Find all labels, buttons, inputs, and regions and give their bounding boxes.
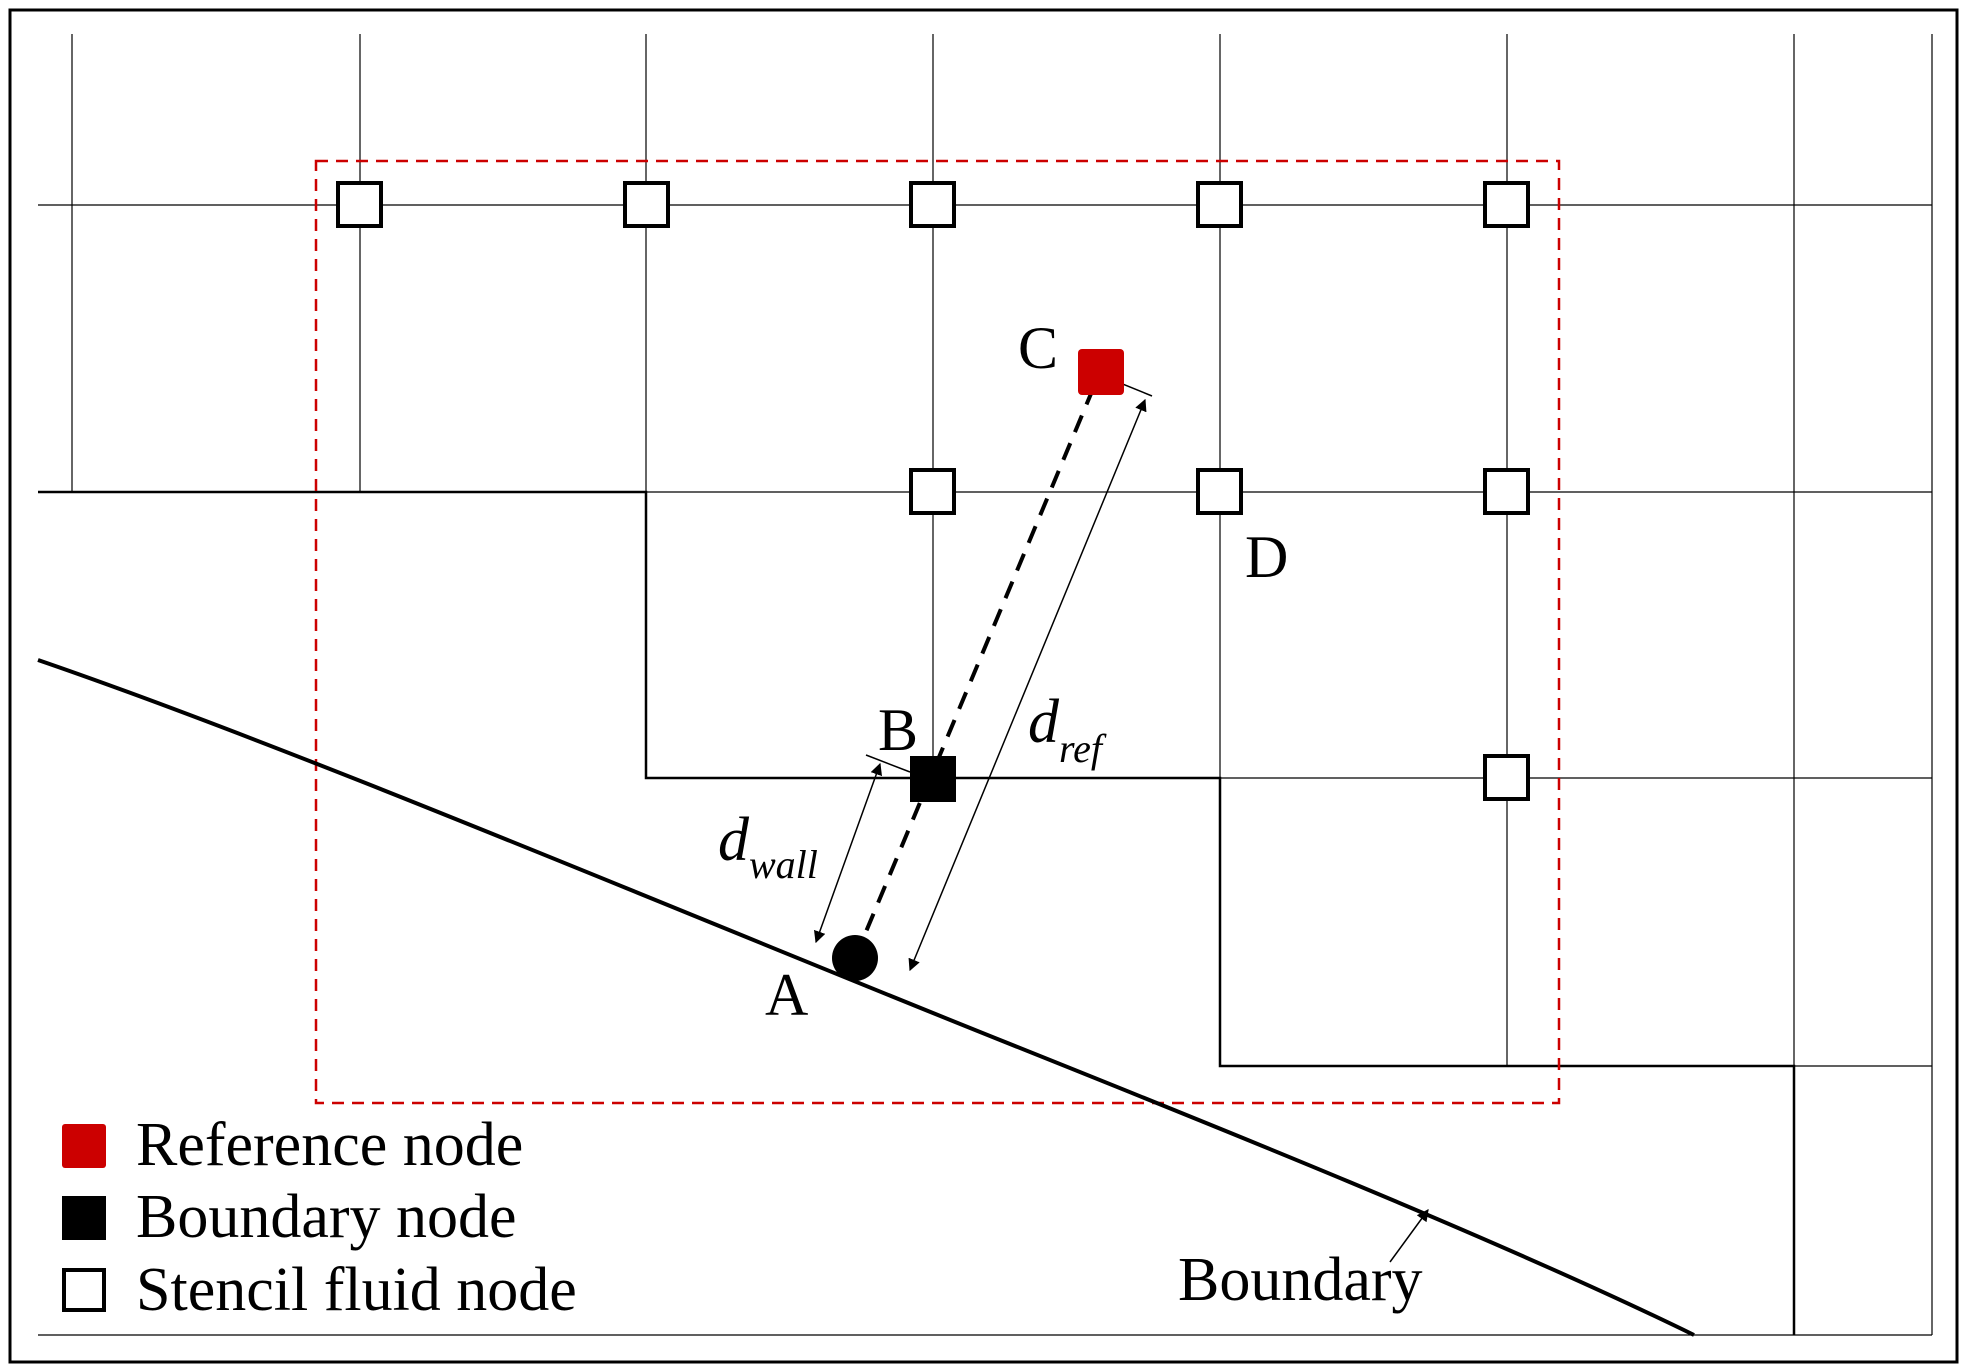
stencil-node (1483, 468, 1530, 515)
label-a: A (765, 962, 808, 1028)
wall-point (832, 935, 878, 981)
stencil-region (314, 159, 1561, 1105)
stencil-node (1196, 181, 1243, 228)
boundary-pointer (1389, 1209, 1429, 1263)
stencil-node (336, 181, 383, 228)
legend-label-reference: Reference node (136, 1111, 523, 1179)
d-ref-dimension (908, 398, 1147, 972)
stencil-node (1483, 754, 1530, 801)
legend: Reference node Boundary node Stencil flu… (62, 1111, 577, 1324)
label-c: C (1018, 315, 1058, 381)
stencil-node (1196, 468, 1243, 515)
legend-marker-stencil (62, 1268, 106, 1312)
legend-marker-reference (62, 1124, 106, 1168)
legend-marker-boundary (62, 1196, 106, 1240)
d-wall-dimension (814, 762, 882, 944)
label-d-wall: dwall (718, 806, 818, 887)
legend-label-stencil: Stencil fluid node (136, 1256, 577, 1324)
refinement-boundary (38, 490, 1796, 1335)
label-d: D (1245, 524, 1288, 590)
stencil-node (909, 468, 956, 515)
label-b: B (878, 697, 918, 763)
legend-label-boundary: Boundary node (136, 1183, 517, 1251)
boundary-node (910, 756, 956, 802)
boundary-curve (37, 658, 1695, 1337)
stencil-node (909, 181, 956, 228)
normal-line (853, 364, 1105, 959)
stencil-node (1483, 181, 1530, 228)
label-d-ref: dref (1028, 688, 1107, 771)
figure-frame (8, 8, 1959, 1364)
label-boundary: Boundary (1178, 1246, 1423, 1314)
reference-node (1078, 349, 1124, 395)
stencil-node (623, 181, 670, 228)
